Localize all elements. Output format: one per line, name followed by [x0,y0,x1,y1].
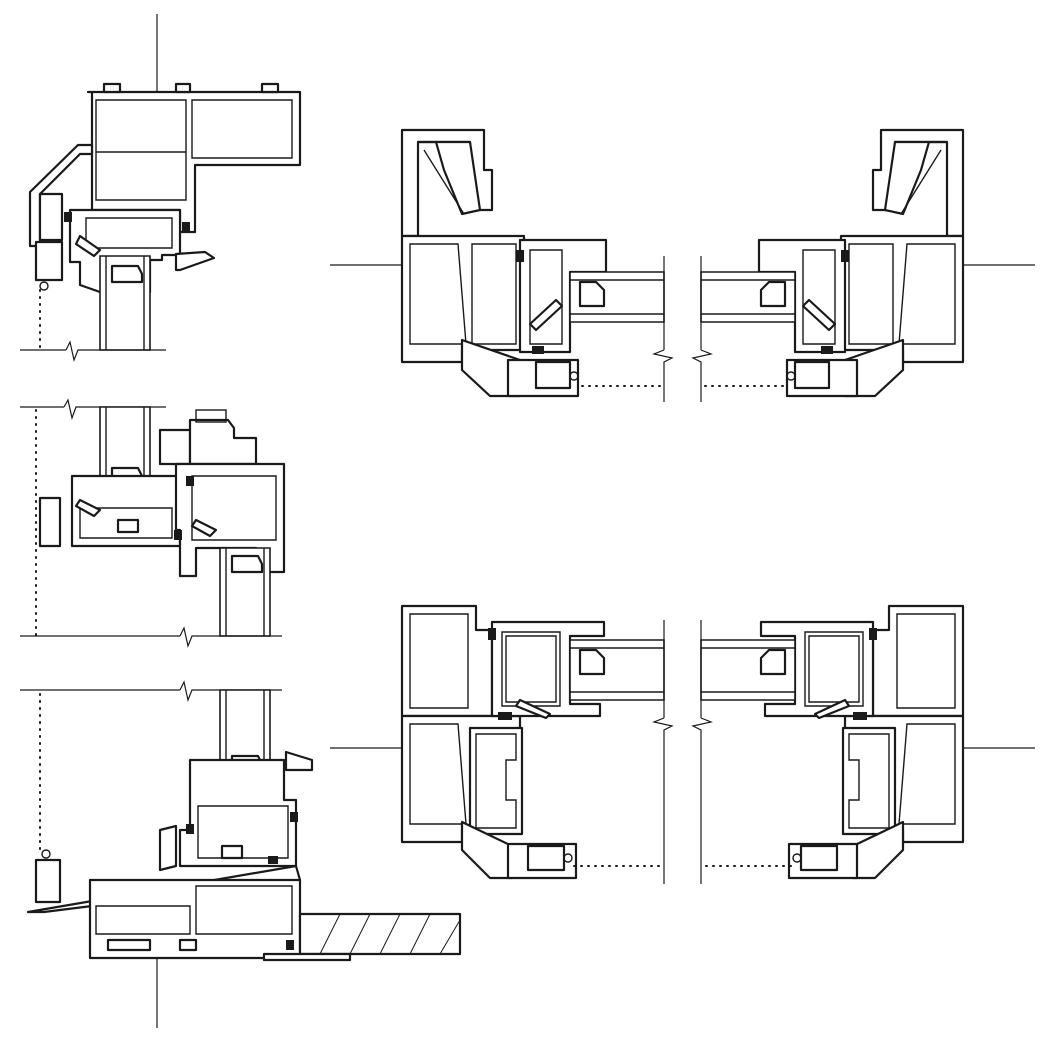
meeting-section [20,398,286,649]
jamb-top-left [330,128,674,402]
jamb-bottom-left [330,604,674,884]
sill-section [20,680,462,1028]
jamb-top-right [691,128,1035,402]
head-section [20,14,302,363]
jamb-bottom-right [691,604,1035,884]
